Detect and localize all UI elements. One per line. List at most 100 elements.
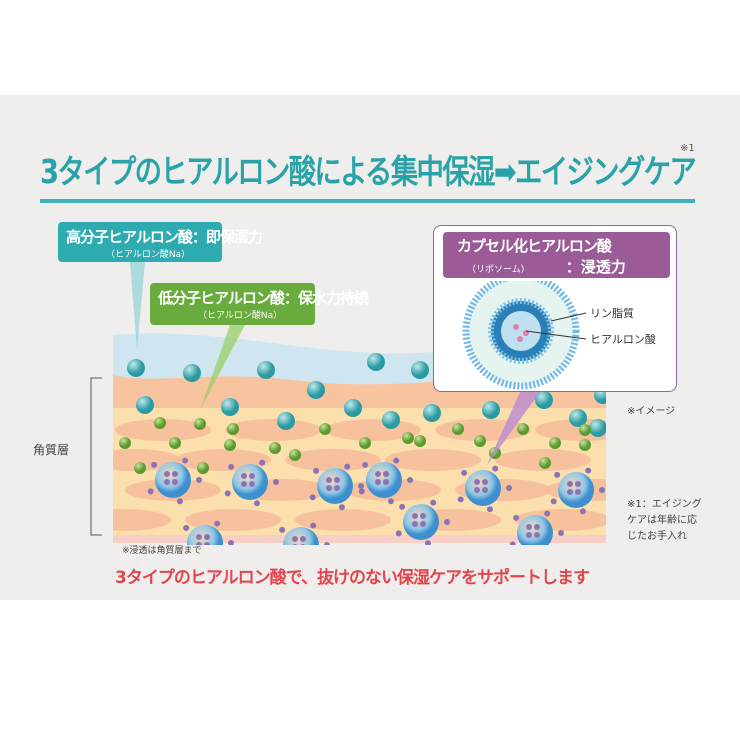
lipid-dot <box>399 503 406 510</box>
encapsulated-ha <box>534 532 540 538</box>
encapsulated-ha <box>300 544 306 545</box>
lipid-dot <box>579 508 586 515</box>
lipid-dot <box>550 498 557 505</box>
encapsulated-ha <box>526 532 532 538</box>
lipid-dot <box>554 471 561 478</box>
low-molecular-sub: （ヒアルロン酸Na） <box>198 311 283 321</box>
low-molecular-ha <box>134 462 146 474</box>
lipid-dot <box>253 500 260 507</box>
lipid-dot <box>228 540 234 545</box>
high-molecular-ha <box>307 381 325 399</box>
low-molecular-ha <box>319 423 331 435</box>
title-footnote-mark: ※1 <box>680 143 695 154</box>
encapsulated-ha <box>575 489 581 495</box>
low-molecular-ha <box>414 435 426 447</box>
capsule-liposome <box>517 515 553 545</box>
encapsulated-ha <box>164 479 170 485</box>
high-molecular-ha <box>183 364 201 382</box>
lipid-dot <box>259 459 266 466</box>
lipid-dot <box>461 469 468 476</box>
layer-label: 角質層 <box>33 443 70 457</box>
layer-bracket <box>90 377 102 536</box>
lipid-dot <box>182 457 189 464</box>
encapsulated-ha <box>334 485 340 491</box>
high-molecular-ha <box>221 398 239 416</box>
encapsulated-ha <box>482 487 488 493</box>
high-molecular-ha <box>382 411 400 429</box>
low-molecular-ha <box>197 462 209 474</box>
aging-note: ※1：エイジングケアは年齢に応じたお手入れ <box>627 499 702 542</box>
lipid-dot <box>309 494 316 501</box>
encapsulated-ha <box>334 477 340 483</box>
lipid-dot <box>444 519 450 525</box>
page-title: 3タイプのヒアルロン酸による集中保湿➡エイジングケア <box>40 152 697 191</box>
lipid-dot <box>509 541 516 545</box>
capsule-label: カプセル化ヒアルロン酸 （リポソーム）：浸透力 <box>443 232 670 278</box>
lipid-dot <box>506 485 512 491</box>
encapsulated-ha <box>526 524 532 530</box>
lipid-dot <box>151 461 158 468</box>
encapsulated-ha <box>196 542 202 545</box>
high-molecular-ha <box>257 361 275 379</box>
encapsulated-ha <box>204 542 210 545</box>
hyaluronic-label: ヒアルロン酸 <box>590 332 656 346</box>
lipid-dot <box>358 488 365 495</box>
encapsulated-ha <box>567 481 573 487</box>
lipid-label: リン脂質 <box>590 306 634 320</box>
encapsulated-ha <box>300 536 306 542</box>
high-molecular-ha <box>411 361 429 379</box>
high-molecular-ha <box>569 409 587 427</box>
high-molecular-ha <box>535 391 553 409</box>
lipid-dot <box>558 530 564 536</box>
lipid-dot <box>430 499 437 506</box>
encapsulated-ha <box>420 513 426 519</box>
lipid-dot <box>387 498 394 505</box>
lipid-dot <box>273 479 279 485</box>
encapsulated-ha <box>375 471 381 477</box>
capsule-liposome <box>283 527 319 545</box>
title-underline <box>40 199 695 203</box>
lipid-dot <box>407 477 413 483</box>
capsule-effect: ：浸透力 <box>565 258 626 276</box>
high-molecular-ha <box>277 412 295 430</box>
capsule-sub: （リポソーム） <box>467 265 530 275</box>
low-molecular-ha <box>227 423 239 435</box>
encapsulated-ha <box>575 481 581 487</box>
high-molecular-title: 高分子ヒアルロン酸：即保湿力 <box>66 228 263 246</box>
low-molecular-ha <box>474 435 486 447</box>
tagline: 3タイプのヒアルロン酸で、抜けのない保湿ケアをサポートします <box>115 568 590 588</box>
encapsulated-ha <box>482 479 488 485</box>
lipid-dot <box>279 526 286 533</box>
lipid-dot <box>324 542 330 545</box>
lipid-dot <box>585 467 592 474</box>
lipid-dot <box>228 463 235 470</box>
lipid-dot <box>147 488 154 495</box>
encapsulated-ha <box>196 534 202 540</box>
encapsulated-ha <box>375 479 381 485</box>
encapsulated-ha <box>241 481 247 487</box>
encapsulated-ha <box>249 473 255 479</box>
lipid-dot <box>338 504 345 511</box>
lipid-dot <box>310 522 317 529</box>
lipid-dot <box>457 496 464 503</box>
lipid-dot <box>313 467 320 474</box>
lipid-dot <box>358 483 364 489</box>
low-molecular-ha <box>517 423 529 435</box>
low-molecular-ha <box>194 418 206 430</box>
encapsulated-ha <box>172 479 178 485</box>
lipid-dot <box>214 520 221 527</box>
encapsulated-ha <box>172 471 178 477</box>
lipid-dot <box>224 490 231 497</box>
lipid-dot <box>486 506 493 513</box>
encapsulated-ha <box>164 471 170 477</box>
low-molecular-ha <box>359 437 371 449</box>
encapsulated-ha <box>412 513 418 519</box>
lipid-dot <box>395 530 402 537</box>
lipid-dot <box>362 461 369 468</box>
high-molecular-label: 高分子ヒアルロン酸：即保湿力 （ヒアルロン酸Na） <box>58 222 263 262</box>
high-molecular-ha <box>127 359 145 377</box>
lipid-dot <box>176 498 183 505</box>
low-molecular-ha <box>579 424 591 436</box>
high-molecular-ha <box>367 353 385 371</box>
low-molecular-ha <box>579 439 591 451</box>
